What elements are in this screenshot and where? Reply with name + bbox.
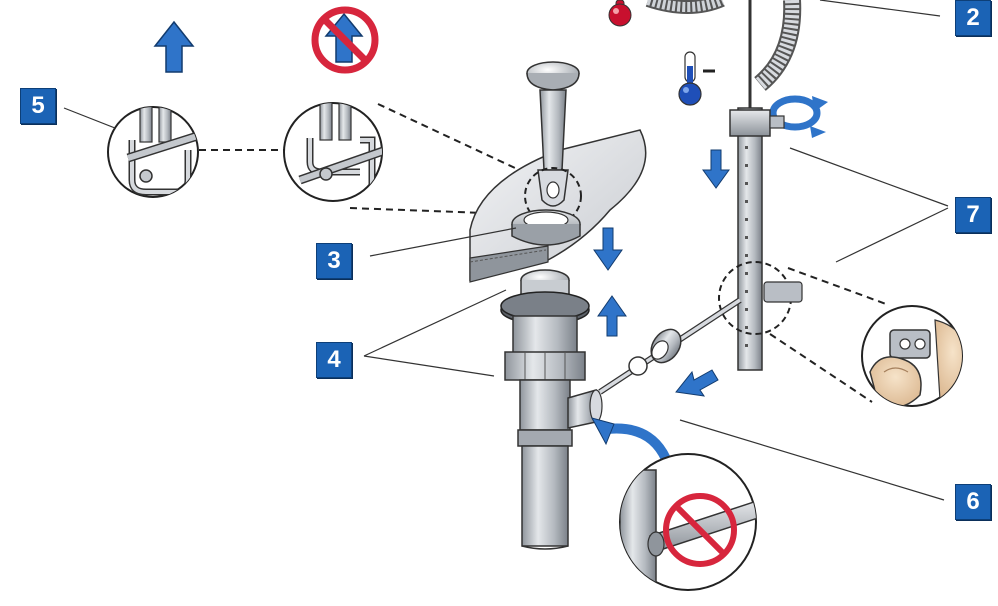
leader-line (679, 419, 945, 501)
thermometer-hot-icon (608, 0, 632, 27)
arrow-down-icon (593, 227, 623, 271)
leader-line (363, 289, 507, 357)
dashed-connector (377, 103, 546, 183)
detail-clip-wrong (283, 102, 383, 202)
detail-clip-correct (107, 106, 199, 198)
popup-stopper (526, 61, 580, 207)
leader-line (63, 107, 116, 129)
leader-line (369, 227, 517, 257)
arrow-up-icon (597, 295, 627, 337)
supply-hose (645, 0, 802, 91)
detail-rod-wrong (619, 453, 757, 591)
arrow-up-icon (153, 20, 195, 73)
dashed-connector (787, 267, 887, 305)
spring-clip (763, 281, 803, 303)
leader-line (819, 0, 941, 17)
prohibit-icon (311, 6, 379, 74)
clevis-strap (729, 107, 785, 371)
step-badge-5: 5 (20, 88, 56, 124)
leader-line (835, 207, 949, 263)
step-badge-2: 2 (955, 0, 991, 36)
dashed-connector (769, 333, 873, 403)
leader-line (789, 147, 949, 207)
arrow-down-left-icon (675, 369, 719, 397)
drain-flange (511, 209, 581, 246)
detail-spring-clip (861, 305, 963, 407)
drain-body (500, 269, 603, 550)
step-badge-7: 7 (955, 197, 991, 233)
step-badge-3: 3 (316, 243, 352, 279)
leader-line (363, 355, 495, 377)
rotate-icon (769, 95, 828, 138)
step-badge-4: 4 (316, 342, 352, 378)
thermometer-cold-icon (678, 51, 715, 106)
arrow-down-icon (702, 149, 730, 189)
step-badge-6: 6 (955, 484, 991, 520)
pivot-rod (598, 297, 742, 395)
